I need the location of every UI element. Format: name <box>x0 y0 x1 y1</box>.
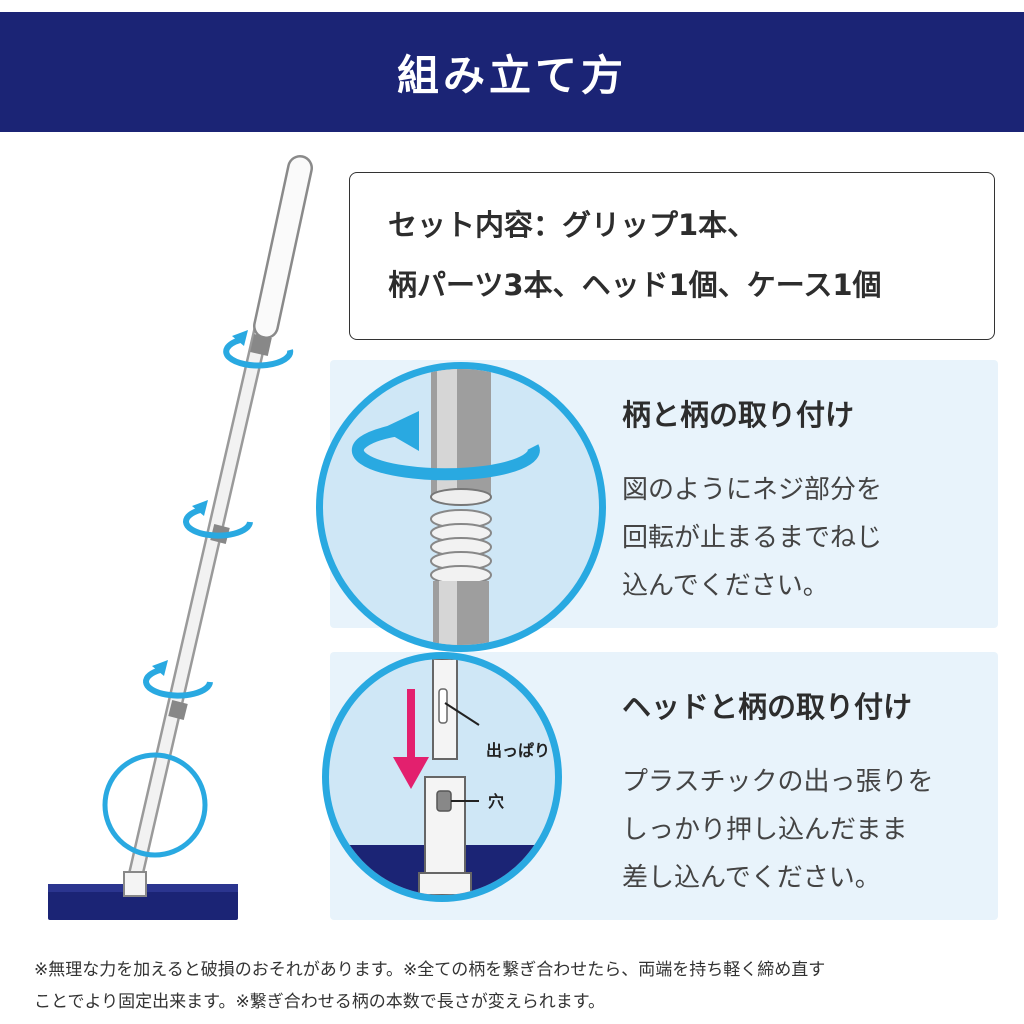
rotate-arrow-icon <box>143 660 213 699</box>
step2-body-line: プラスチックの出っ張りを <box>622 767 934 797</box>
step1-body-line: 回転が止まるまでねじ <box>622 523 883 553</box>
mop-illustration <box>48 155 313 920</box>
step2-detail-circle <box>322 652 562 902</box>
step1-body: 図のようにネジ部分を 回転が止まるまでねじ 込んでください。 <box>622 466 982 610</box>
step1-title: 柄と柄の取り付け <box>622 398 855 432</box>
page-title: 組み立て方 <box>396 50 627 100</box>
step2-body-line: しっかり押し込んだまま <box>622 815 908 845</box>
set-contents-line1: セット内容：グリップ1本、 <box>388 208 757 242</box>
step1-detail-circle <box>316 362 606 652</box>
callout-hole: 穴 <box>488 792 505 811</box>
footnote: ※無理な力を加えると破損のおそれがあります。※全ての柄を繋ぎ合わせたら、両端を持… <box>34 954 994 1018</box>
rotate-arrow-icon <box>223 330 294 369</box>
callout-protrusion: 出っぱり <box>486 741 551 760</box>
step1-body-line: 込んでください。 <box>622 571 829 601</box>
footnote-line2: ことでより固定出来ます。※繋ぎ合わせる柄の本数で長さが変えられます。 <box>34 992 605 1012</box>
footnote-line1: ※無理な力を加えると破損のおそれがあります。※全ての柄を繋ぎ合わせたら、両端を持… <box>34 960 826 980</box>
set-contents-line2: 柄パーツ3本、ヘッド1個、ケース1個 <box>388 268 882 302</box>
rotate-arrow-icon <box>183 500 253 539</box>
down-arrow-icon <box>393 689 429 789</box>
step2-body: プラスチックの出っ張りを しっかり押し込んだまま 差し込んでください。 <box>622 758 982 902</box>
set-contents-box: セット内容：グリップ1本、 柄パーツ3本、ヘッド1個、ケース1個 <box>349 172 995 340</box>
rotate-arrow-icon <box>351 411 540 481</box>
step2-body-line: 差し込んでください。 <box>622 863 881 893</box>
step2-title: ヘッドと柄の取り付け <box>622 690 913 724</box>
page-header: 組み立て方 <box>0 12 1024 132</box>
step1-body-line: 図のようにネジ部分を <box>622 475 883 505</box>
